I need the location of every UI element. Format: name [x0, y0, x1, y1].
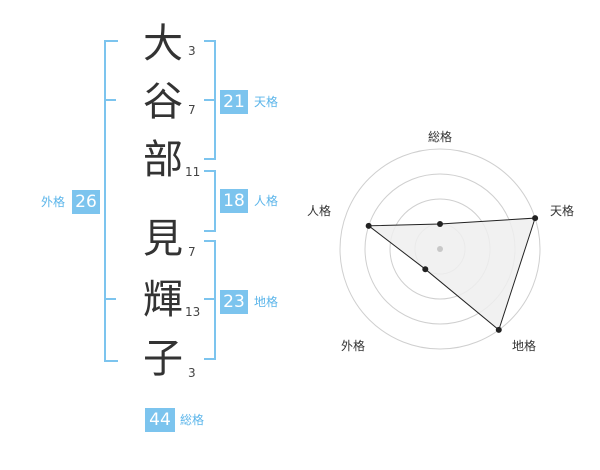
radar-grid-circle [339, 148, 541, 350]
name-char-2: 谷 [143, 79, 183, 125]
gaikaku-tick-2 [106, 298, 116, 300]
gaikaku-label: 外格 [41, 195, 66, 209]
stroke-count-3: 11 [185, 165, 201, 179]
tenkaku-value: 21 [220, 90, 248, 114]
gaikaku-value: 26 [72, 190, 100, 214]
radar-point-3 [495, 326, 502, 333]
soukaku-label: 総格 [180, 413, 205, 427]
radar-center-dot [437, 246, 443, 252]
tenkaku-label: 天格 [254, 95, 279, 109]
radar-point-2 [532, 215, 539, 222]
radar-axis-label: 地格 [512, 338, 536, 353]
radar-point-4 [422, 266, 429, 273]
gaikaku-bracket [104, 40, 118, 362]
stroke-count-2: 7 [188, 103, 196, 117]
radar-axis-label: 人格 [307, 203, 331, 218]
soukaku-value: 44 [145, 408, 175, 432]
chikaku-label: 地格 [254, 295, 279, 309]
jinkaku-bracket [204, 170, 216, 232]
radar-axis-label: 外格 [341, 338, 365, 353]
chikaku-tick [204, 298, 214, 300]
tenkaku-tick [204, 99, 214, 101]
name-char-4: 見 [143, 216, 183, 262]
stroke-count-1: 3 [188, 44, 196, 58]
jinkaku-value: 18 [220, 189, 248, 213]
stroke-count-5: 13 [185, 305, 201, 319]
radar-axis-label: 総格 [428, 129, 452, 144]
jinkaku-label: 人格 [254, 194, 279, 208]
radar-polygon [367, 217, 536, 331]
name-char-1: 大 [143, 21, 183, 67]
tenkaku-bracket [204, 40, 216, 160]
radar-point-5 [365, 222, 372, 229]
name-char-6: 子 [143, 336, 183, 382]
gaikaku-tick-1 [106, 99, 116, 101]
name-char-3: 部 [143, 137, 183, 183]
chikaku-value: 23 [220, 290, 248, 314]
radar-point-1 [437, 221, 443, 227]
stroke-count-4: 7 [188, 245, 196, 259]
radar-axis-label: 天格 [550, 203, 574, 218]
name-char-5: 輝 [143, 277, 183, 323]
chikaku-bracket [204, 240, 216, 360]
stroke-count-6: 3 [188, 366, 196, 380]
